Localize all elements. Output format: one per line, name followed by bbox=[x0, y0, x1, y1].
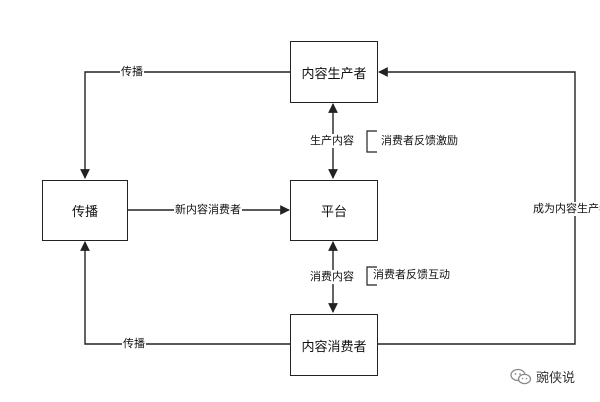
node-content-producer: 内容生产者 bbox=[290, 41, 378, 103]
note-producer-feedback: 消费者反馈激励 bbox=[381, 134, 458, 147]
label-become-producer: 成为内容生产者 bbox=[532, 202, 600, 216]
label-produce-content: 生产内容 bbox=[309, 134, 355, 148]
note-bracket-consumer bbox=[366, 266, 377, 286]
note-bracket-producer bbox=[366, 130, 377, 153]
label-spread-to-platform: 新内容消费者 bbox=[174, 203, 242, 217]
label-consumer-to-spread: 传播 bbox=[122, 337, 146, 351]
note-consumer-feedback: 消费者反馈互动 bbox=[373, 268, 450, 281]
wechat-icon bbox=[510, 368, 532, 384]
label-producer-to-spread: 传播 bbox=[120, 65, 144, 79]
node-platform: 平台 bbox=[290, 180, 378, 241]
label-consume-content: 消费内容 bbox=[309, 270, 355, 284]
node-spread: 传播 bbox=[42, 180, 128, 241]
watermark-text: 豌侠说 bbox=[536, 371, 576, 386]
edge-consumer-to-spread bbox=[80, 241, 290, 345]
node-content-consumer: 内容消费者 bbox=[290, 314, 378, 376]
watermark: 豌侠说 bbox=[510, 367, 575, 386]
edge-producer-to-spread bbox=[80, 71, 290, 179]
